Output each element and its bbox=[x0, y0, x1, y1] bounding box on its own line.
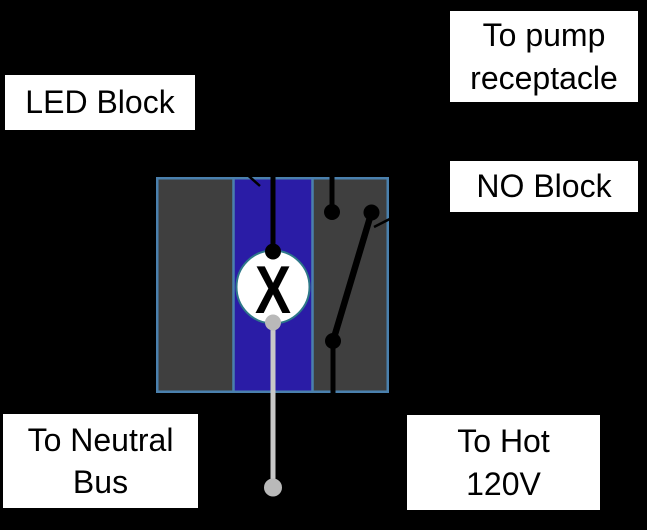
label-led-block-text: LED Block bbox=[25, 84, 175, 121]
label-no-block-text: NO Block bbox=[476, 168, 612, 205]
label-to-hot-120v: To Hot 120V bbox=[407, 415, 600, 510]
lamp-top-terminal-dot bbox=[265, 243, 281, 260]
neutral-wire-end-dot bbox=[264, 478, 282, 497]
switch-arm bbox=[329, 211, 375, 342]
label-neutral-line1: To Neutral bbox=[27, 421, 174, 458]
label-led-block: LED Block bbox=[5, 75, 195, 130]
switch-left-contact-dot bbox=[324, 204, 340, 220]
label-pump-line2: receptacle bbox=[470, 59, 618, 96]
label-to-pump-receptacle: To pump receptacle bbox=[450, 11, 638, 102]
leader-line-led-block bbox=[191, 125, 261, 187]
label-no-block: NO Block bbox=[450, 161, 638, 212]
label-hot-line1: To Hot bbox=[457, 423, 550, 460]
leader-line-no-block bbox=[373, 184, 456, 229]
label-to-neutral-bus: To Neutral Bus bbox=[3, 414, 198, 508]
label-hot-line2: 120V bbox=[466, 465, 541, 502]
label-neutral-line2: Bus bbox=[72, 464, 129, 500]
label-pump-line1: To pump bbox=[482, 17, 606, 54]
leader-line-neutral-bus bbox=[193, 428, 279, 463]
lamp-bottom-terminal-dot bbox=[265, 314, 281, 331]
